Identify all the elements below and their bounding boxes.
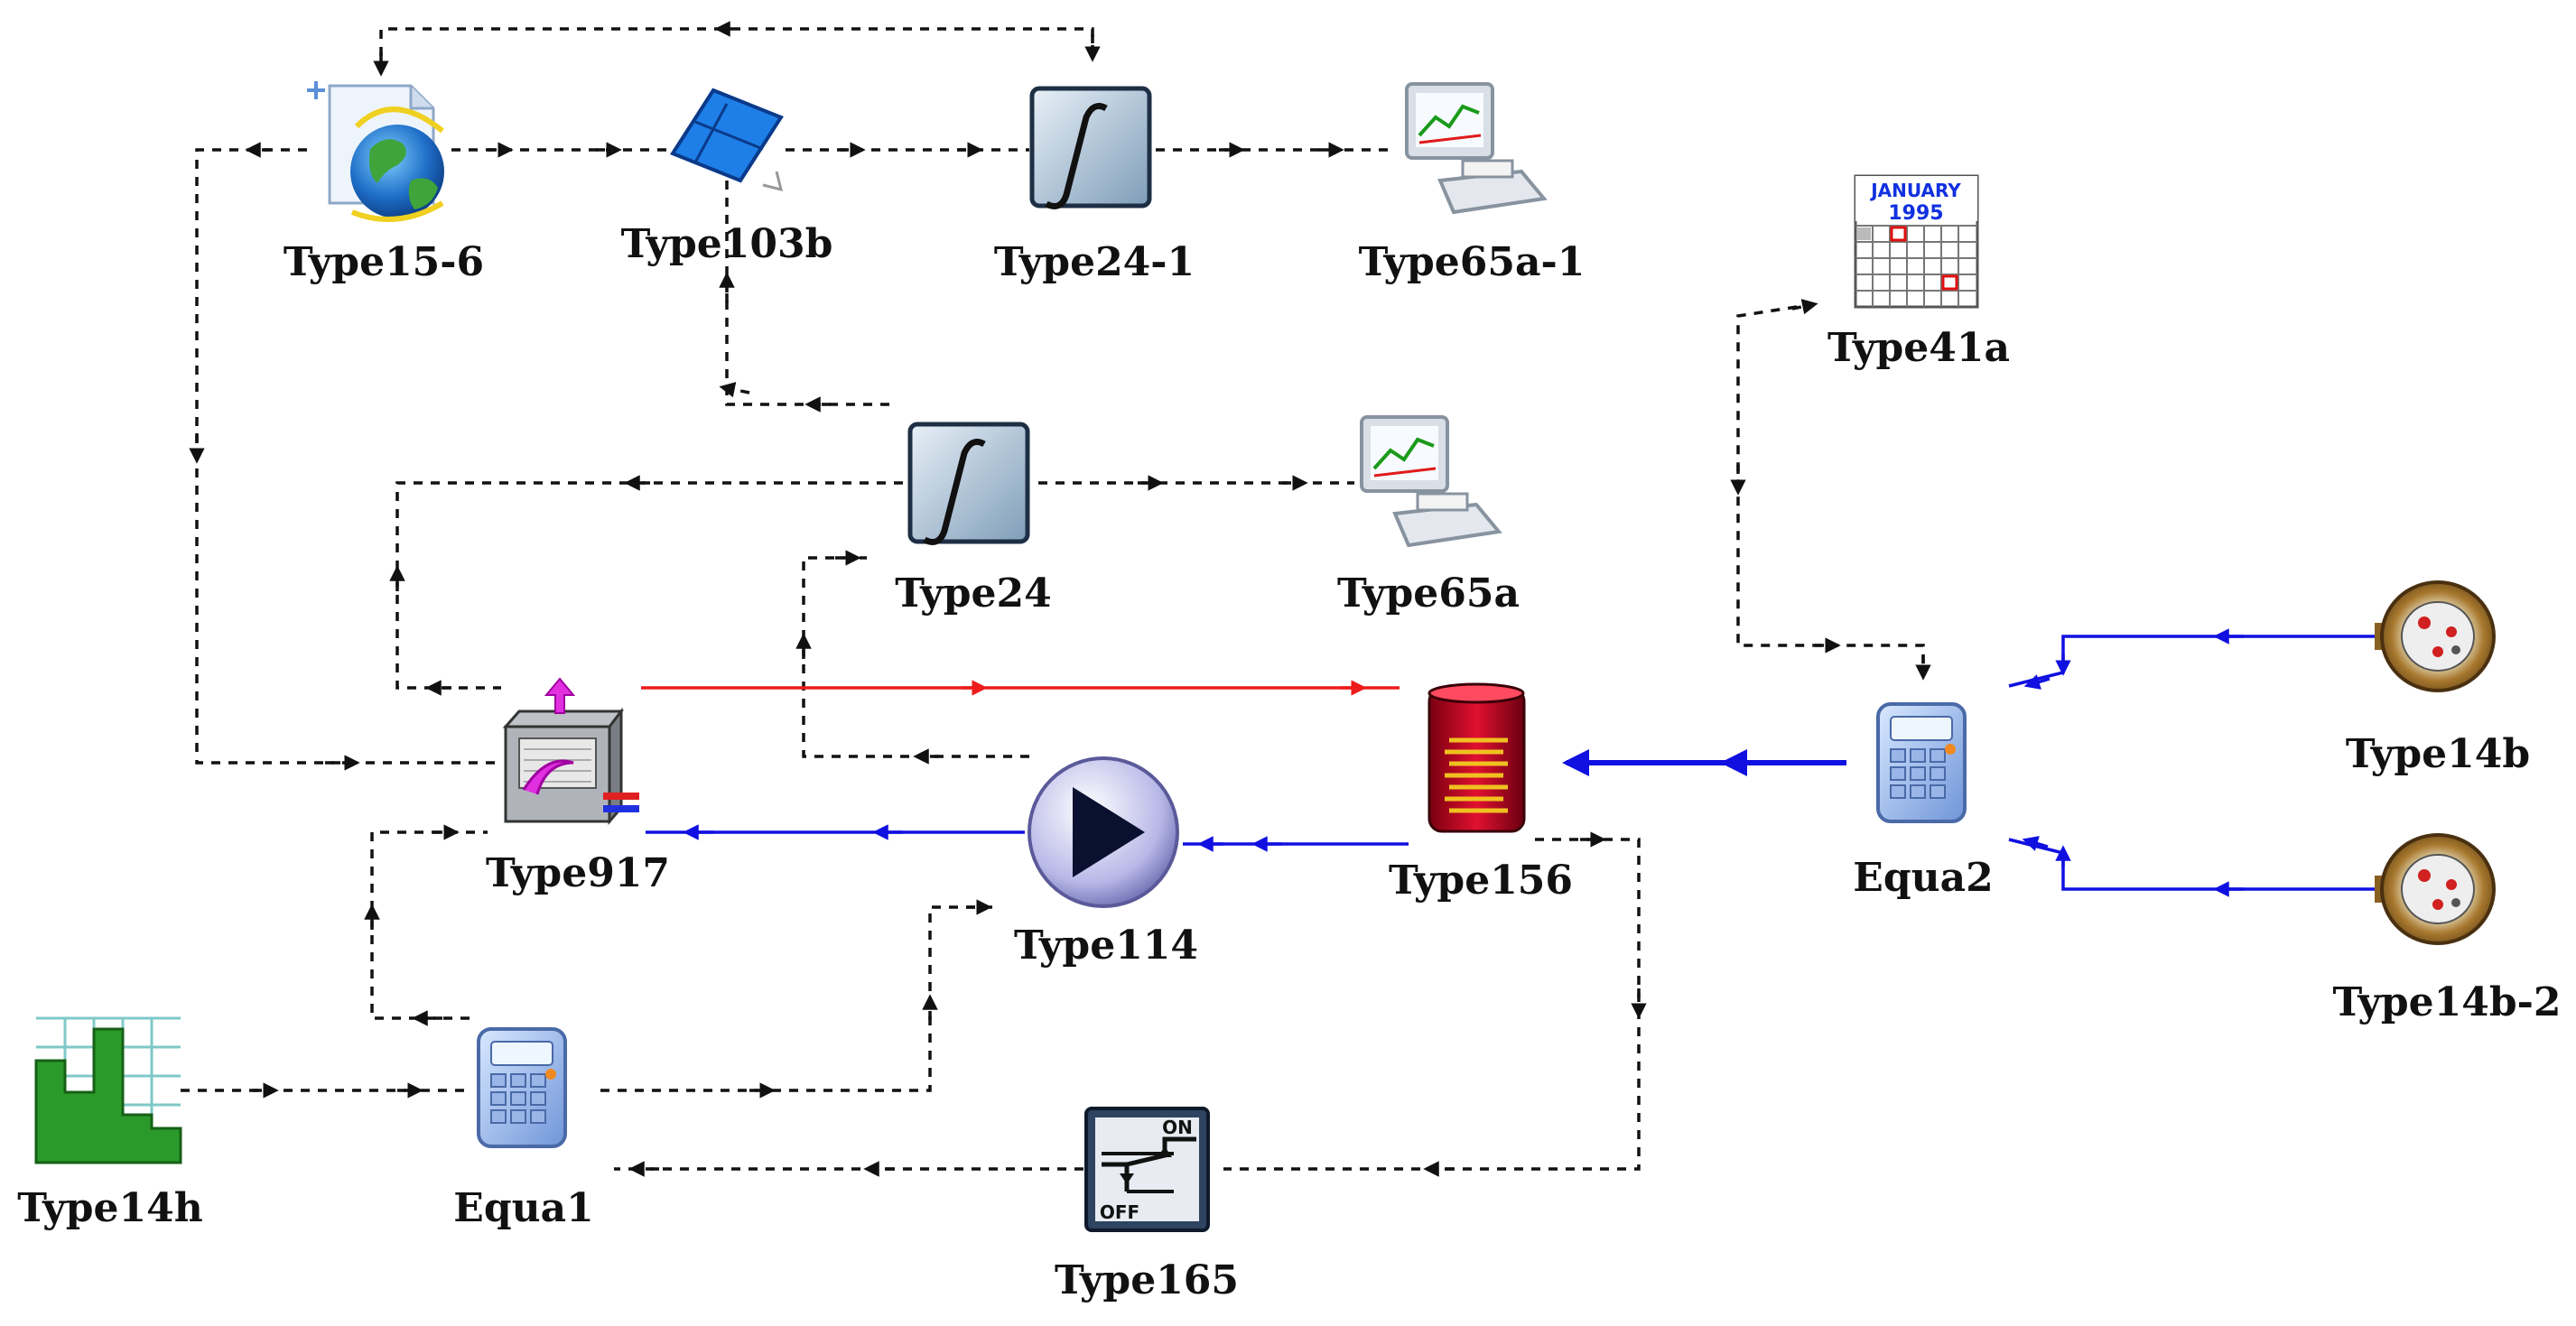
on-off-controller-icon: ON OFF — [1084, 1107, 1210, 1232]
label-type103b: Type103b — [621, 221, 833, 267]
component-type156[interactable]: Type156 — [1389, 682, 1573, 904]
svg-text:ON: ON — [1162, 1117, 1193, 1138]
label-type65a-1: Type65a-1 — [1359, 239, 1586, 285]
label-type14h: Type14h — [17, 1185, 202, 1231]
integrator-icon — [1029, 86, 1152, 209]
connections — [181, 21, 2375, 1177]
svg-text:OFF: OFF — [1100, 1201, 1139, 1223]
water-meter-icon — [2375, 833, 2496, 945]
component-type114[interactable]: Type114 — [1014, 756, 1198, 969]
component-type41a[interactable]: JANUARY 1995 Type41a — [1827, 174, 2010, 371]
link-equa1-to-type917[interactable] — [370, 830, 488, 1020]
component-type165[interactable]: ON OFF Type165 — [1055, 1107, 1239, 1303]
label-type114: Type114 — [1014, 923, 1198, 969]
label-type14b: Type14b — [2346, 731, 2530, 777]
component-type917[interactable]: Type917 — [486, 677, 670, 896]
solar-collector-icon — [670, 88, 784, 192]
label-equa2: Equa2 — [1853, 855, 1993, 901]
link-equa1-to-type114[interactable] — [600, 905, 998, 1092]
water-meter-icon — [2375, 580, 2496, 692]
link-type41a-to-equa2[interactable] — [1736, 305, 1925, 672]
link-type24-to-type103b[interactable] — [725, 181, 889, 406]
component-equa1[interactable]: Equa1 — [453, 1027, 594, 1231]
pump-icon — [1028, 756, 1179, 908]
label-type15-6: Type15-6 — [284, 239, 484, 285]
link-type24-1-to-type15-6[interactable] — [379, 27, 1094, 70]
label-type24: Type24 — [895, 570, 1051, 617]
component-type14b-2[interactable]: Type14b-2 — [2332, 833, 2562, 1025]
svg-text:1995: 1995 — [1888, 202, 1943, 225]
weather-data-globe-icon — [307, 81, 444, 222]
label-type165: Type165 — [1055, 1257, 1239, 1303]
label-type65a: Type65a — [1337, 570, 1520, 617]
label-type41a: Type41a — [1827, 325, 2010, 371]
component-type14b[interactable]: Type14b — [2346, 580, 2530, 777]
label-equa1: Equa1 — [453, 1185, 593, 1231]
online-plotter-icon — [1405, 82, 1548, 215]
link-type24-to-type917[interactable] — [395, 481, 903, 690]
svg-text:JANUARY: JANUARY — [1869, 180, 1961, 201]
component-type65a-1[interactable]: Type65a-1 — [1359, 82, 1586, 285]
label-type917: Type917 — [486, 850, 670, 896]
component-type24-1[interactable]: Type24-1 — [994, 86, 1195, 285]
label-type156: Type156 — [1389, 858, 1573, 904]
calendar-icon: JANUARY 1995 — [1854, 174, 1979, 309]
component-type15-6[interactable]: Type15-6 — [284, 81, 484, 285]
storage-tank-icon — [1427, 682, 1526, 833]
component-type24[interactable]: Type24 — [895, 422, 1052, 617]
label-type24-1: Type24-1 — [994, 239, 1195, 285]
component-type65a[interactable]: Type65a — [1337, 415, 1520, 617]
bar-forcing-function-icon — [34, 1016, 182, 1164]
component-equa2[interactable]: Equa2 — [1853, 702, 1994, 901]
component-type14h[interactable]: Type14h — [17, 1016, 203, 1231]
label-type14b-2: Type14b-2 — [2332, 979, 2561, 1025]
component-type103b[interactable]: Type103b — [621, 88, 833, 267]
calculator-icon — [1876, 702, 1967, 823]
heat-pump-icon — [502, 677, 639, 826]
integrator-icon — [907, 422, 1030, 545]
calculator-icon — [477, 1027, 567, 1148]
online-plotter-icon — [1360, 415, 1502, 548]
